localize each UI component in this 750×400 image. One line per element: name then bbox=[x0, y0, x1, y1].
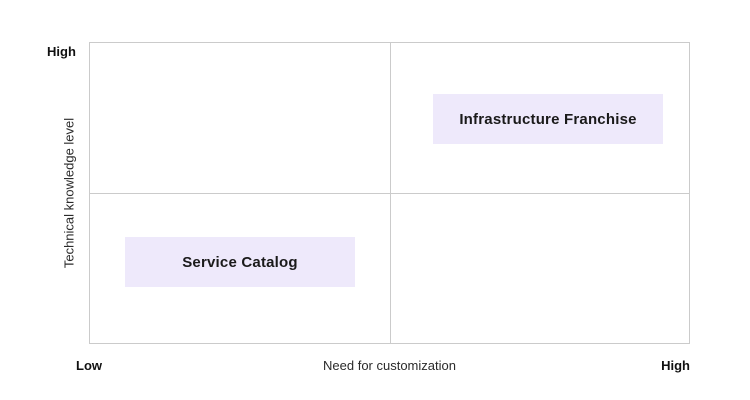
y-axis-title: Technical knowledge level bbox=[61, 117, 77, 269]
x-axis-title: Need for customization bbox=[323, 358, 456, 373]
quadrant-item-infrastructure-franchise[interactable]: Infrastructure Franchise bbox=[433, 94, 663, 144]
y-axis-high-label: High bbox=[47, 44, 76, 59]
quadrant-item-label: Infrastructure Franchise bbox=[459, 110, 637, 128]
x-axis-low-label: Low bbox=[76, 358, 102, 373]
quadrant-plot-area: Infrastructure Franchise Service Catalog bbox=[89, 42, 690, 344]
x-axis-high-label: High bbox=[661, 358, 690, 373]
quadrant-item-service-catalog[interactable]: Service Catalog bbox=[125, 237, 355, 287]
quadrant-item-label: Service Catalog bbox=[182, 253, 298, 271]
horizontal-grid-line bbox=[90, 193, 689, 194]
